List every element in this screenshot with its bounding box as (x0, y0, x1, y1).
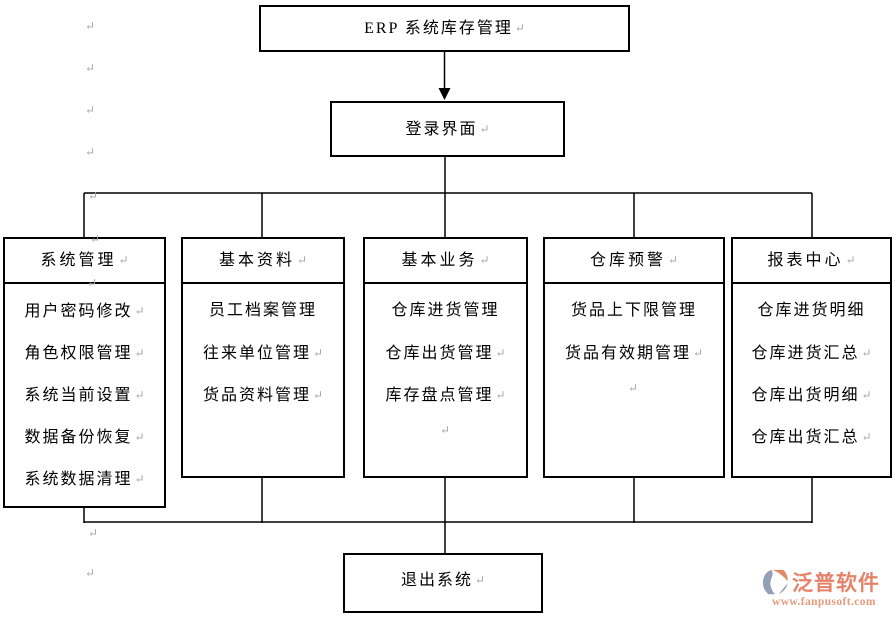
module-item: 仓库出货明细 (733, 374, 890, 416)
module-item-list: 员工档案管理 往来单位管理 货品资料管理 (183, 284, 343, 416)
module-header: 基本资料 (183, 239, 343, 284)
paragraph-mark: ↵ (440, 423, 451, 437)
module-item-label: 往来单位管理 (203, 345, 323, 362)
module-header-label: 报表中心 (767, 252, 855, 269)
module-item-label: 系统当前设置 (24, 387, 144, 404)
module-basic-data: 基本资料 员工档案管理 往来单位管理 货品资料管理 (181, 237, 345, 478)
module-item-list: 仓库进货明细 仓库进货汇总 仓库出货明细 仓库出货汇总 (733, 284, 890, 458)
module-item: 往来单位管理 (183, 332, 343, 374)
node-erp-root-label: ERP 系统库存管理 (364, 20, 525, 37)
fanpu-logo-icon (762, 569, 788, 595)
module-item-label: 库存盘点管理 (385, 387, 505, 404)
node-exit-system-label: 退出系统 (401, 572, 485, 589)
fanpu-watermark: 泛普软件 www.fanpusoft.com (760, 567, 892, 608)
paragraph-mark: ↵ (85, 566, 96, 580)
module-item-label: 仓库进货管理 (391, 302, 500, 319)
node-erp-root: ERP 系统库存管理 (259, 5, 630, 52)
module-header-label: 基本业务 (401, 252, 489, 269)
module-item: 货品上下限管理 (545, 290, 723, 332)
module-item-label: 货品资料管理 (203, 387, 323, 404)
brand-url: www.fanpusoft.com (772, 596, 876, 608)
module-item: 货品资料管理 (183, 374, 343, 416)
module-item: 货品有效期管理 (545, 332, 723, 374)
module-header: 基本业务 (365, 239, 526, 284)
module-item-label: 仓库进货汇总 (751, 345, 871, 362)
module-item-label: 仓库出货管理 (385, 345, 505, 362)
module-item-label: 仓库进货明细 (757, 302, 866, 319)
module-report-center: 报表中心 仓库进货明细 仓库进货汇总 仓库出货明细 仓库出货汇总 (731, 237, 892, 478)
module-item-list: 仓库进货管理 仓库出货管理 库存盘点管理 (365, 284, 526, 416)
module-item-label: 货品有效期管理 (565, 345, 703, 362)
paragraph-mark: ↵ (90, 232, 101, 246)
node-exit-system: 退出系统 (343, 553, 543, 613)
module-header-label: 仓库预警 (590, 252, 678, 269)
paragraph-mark: ↵ (85, 103, 96, 117)
paragraph-mark: ↵ (85, 61, 96, 75)
module-item: 仓库出货汇总 (733, 416, 890, 458)
paragraph-mark: ↵ (85, 145, 96, 159)
module-item-label: 员工档案管理 (208, 302, 317, 319)
module-basic-business: 基本业务 仓库进货管理 仓库出货管理 库存盘点管理 (363, 237, 528, 478)
module-item: 库存盘点管理 (365, 374, 526, 416)
module-header: 报表中心 (733, 239, 890, 284)
module-item: 系统数据清理 (5, 458, 164, 500)
module-item-label: 用户密码修改 (24, 303, 144, 320)
paragraph-mark: ↵ (88, 526, 99, 540)
module-item: 数据备份恢复 (5, 416, 164, 458)
module-item: 仓库进货明细 (733, 290, 890, 332)
module-item-label: 系统数据清理 (24, 471, 144, 488)
module-item-label: 仓库出货明细 (751, 387, 871, 404)
module-item: 角色权限管理 (5, 332, 164, 374)
paragraph-mark: ↵ (85, 19, 96, 33)
module-item-list: 用户密码修改 角色权限管理 系统当前设置 数据备份恢复 系统数据清理 (5, 284, 164, 500)
node-login: 登录界面 (330, 101, 565, 157)
module-item: 仓库出货管理 (365, 332, 526, 374)
module-header: 系统管理 (5, 239, 164, 284)
module-item: 系统当前设置 (5, 374, 164, 416)
module-item-label: 数据备份恢复 (24, 429, 144, 446)
module-item-label: 货品上下限管理 (570, 302, 697, 319)
paragraph-mark: ↵ (88, 189, 99, 203)
module-system-management: 系统管理 用户密码修改 角色权限管理 系统当前设置 数据备份恢复 系统数据清理 (3, 237, 166, 508)
node-login-label: 登录界面 (405, 121, 489, 138)
module-header: 仓库预警 (545, 239, 723, 284)
module-header-label: 基本资料 (219, 252, 307, 269)
arrowhead-down-icon (438, 88, 451, 100)
module-warehouse-warning: 仓库预警 货品上下限管理 货品有效期管理 (543, 237, 725, 478)
module-item-label: 仓库出货汇总 (751, 429, 871, 446)
module-item: 仓库进货汇总 (733, 332, 890, 374)
module-header-label: 系统管理 (40, 252, 128, 269)
module-item: 仓库进货管理 (365, 290, 526, 332)
paragraph-mark: ↵ (87, 276, 98, 290)
module-item-list: 货品上下限管理 货品有效期管理 (545, 284, 723, 374)
module-item-label: 角色权限管理 (24, 345, 144, 362)
brand-name: 泛普软件 (792, 571, 880, 595)
module-item: 员工档案管理 (183, 290, 343, 332)
paragraph-mark: ↵ (628, 381, 639, 395)
module-item: 用户密码修改 (5, 290, 164, 332)
